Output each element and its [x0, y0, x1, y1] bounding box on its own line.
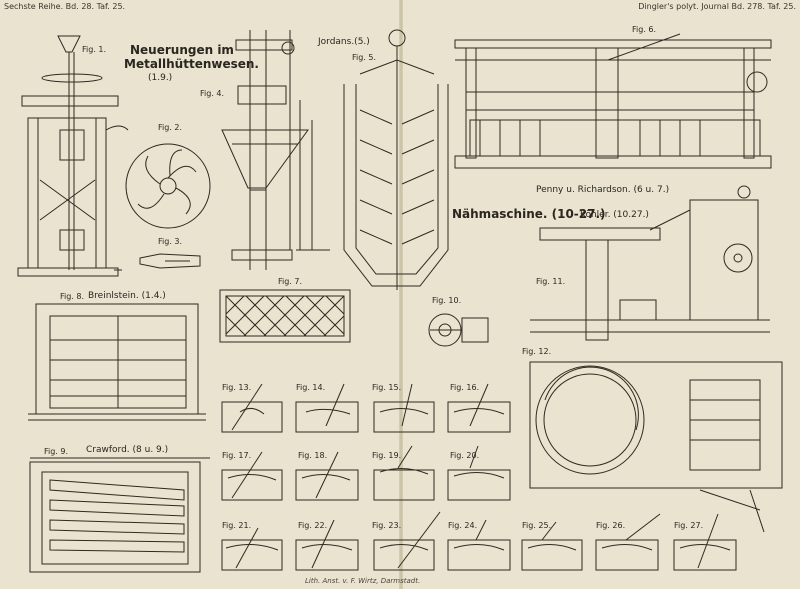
metall-title: Neuerungen im: [130, 43, 234, 57]
fig27-label: Fig. 27.: [674, 521, 704, 530]
fig19-label: Fig. 19.: [372, 451, 402, 460]
fig10-drawing: [429, 314, 488, 346]
penny-title: Penny u. Richardson. (6 u. 7.): [536, 185, 670, 195]
fig14-drawing: [296, 384, 358, 432]
fig6-drawing: [455, 34, 771, 168]
header-right: Dingler's polyt. Journal Bd. 278. Taf. 2…: [638, 2, 796, 11]
breinlstein-title: Breinlstein. (1.4.): [88, 291, 166, 301]
fig18-drawing: [296, 452, 358, 500]
lithographer-credit: Lith. Anst. v. F. Wirtz, Darmstadt.: [305, 577, 421, 585]
naehmaschine-title: Nähmaschine. (10-27.): [452, 207, 606, 221]
fig7-label: Fig. 7.: [278, 277, 303, 286]
fig5-label: Fig. 5.: [352, 53, 377, 62]
fig3-drawing: [140, 254, 200, 268]
fig12-label: Fig. 12.: [522, 347, 552, 356]
jordans-title: Jordans.(5.): [318, 37, 370, 47]
fig3-label: Fig. 3.: [158, 237, 183, 246]
fig23-drawing: [374, 512, 440, 570]
fig17-drawing: [222, 452, 282, 500]
fig9-label: Fig. 9.: [44, 447, 69, 456]
crawford-title: Crawford. (8 u. 9.): [86, 445, 169, 455]
koehler-title: Köhler. (10.27.): [580, 210, 649, 220]
fig21-label: Fig. 21.: [222, 521, 252, 530]
fig4-label: Fig. 4.: [200, 89, 225, 98]
fig14-label: Fig. 14.: [296, 383, 326, 392]
fig1-label: Fig. 1.: [82, 45, 107, 54]
fig2-drawing: [126, 144, 210, 228]
fig20-drawing: [448, 446, 510, 500]
fig24-drawing: [448, 520, 510, 570]
fig26-label: Fig. 26.: [596, 521, 626, 530]
stitch-sketches: [222, 384, 736, 570]
fig25-label: Fig. 25.: [522, 521, 552, 530]
fig20-label: Fig. 20.: [450, 451, 480, 460]
fig7-drawing: [220, 290, 350, 342]
header-left: Sechste Reihe. Bd. 28. Taf. 25.: [4, 2, 126, 11]
page-gutter: [399, 0, 403, 589]
fig18-label: Fig. 18.: [298, 451, 328, 460]
fig22-label: Fig. 22.: [298, 521, 328, 530]
fig9-drawing: [30, 458, 210, 572]
metall-ref: (1.9.): [148, 73, 173, 83]
fig6-label: Fig. 6.: [632, 25, 657, 34]
fig13-label: Fig. 13.: [222, 383, 252, 392]
fig15-label: Fig. 15.: [372, 383, 402, 392]
fig10-label: Fig. 10.: [432, 296, 462, 305]
fig11-label: Fig. 11.: [536, 277, 566, 286]
fig16-label: Fig. 16.: [450, 383, 480, 392]
fig8-label: Fig. 8.: [60, 292, 85, 301]
fig27-drawing: [674, 514, 736, 570]
fig21-drawing: [222, 528, 282, 570]
fig22-drawing: [296, 520, 358, 570]
fig24-label: Fig. 24.: [448, 521, 478, 530]
fig4-drawing: [222, 30, 330, 270]
fig23-label: Fig. 23.: [372, 521, 402, 530]
fig8-drawing: [28, 304, 206, 420]
fig11-drawing: [530, 186, 770, 340]
fig15-drawing: [374, 384, 434, 432]
fig19-drawing: [374, 446, 434, 500]
fig25-drawing: [522, 522, 582, 570]
fig26-drawing: [596, 514, 660, 570]
fig2-label: Fig. 2.: [158, 123, 183, 132]
fig12-drawing: [530, 362, 782, 532]
fig13-drawing: [222, 384, 282, 432]
fig1-drawing: [18, 36, 128, 276]
fig16-drawing: [448, 384, 510, 432]
metall-title-2: Metallhüttenwesen.: [124, 57, 259, 71]
fig17-label: Fig. 17.: [222, 451, 252, 460]
fig5-drawing: [344, 30, 448, 290]
